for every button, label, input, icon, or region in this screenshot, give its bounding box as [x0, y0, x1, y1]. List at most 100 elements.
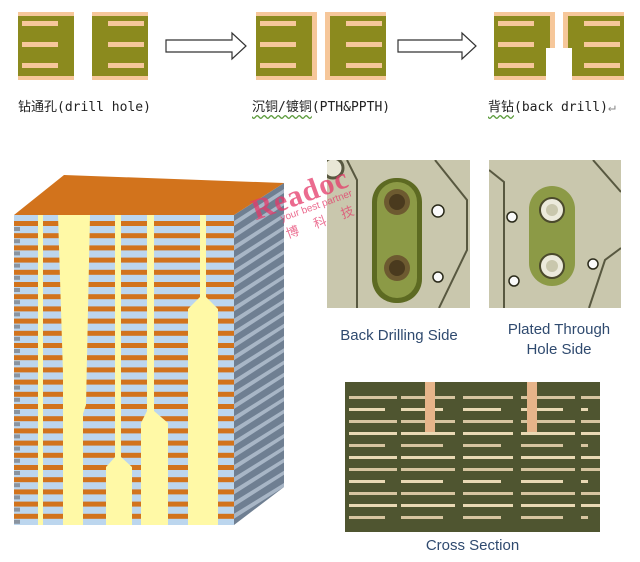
via-back-drilled-2 [106, 215, 132, 525]
edge-notch [14, 483, 20, 488]
edge-notch [14, 361, 20, 366]
cross-section-trace [581, 468, 600, 471]
copper-layer [14, 282, 234, 287]
cross-section-trace [463, 432, 513, 435]
edge-notch [14, 471, 20, 475]
step3-board [494, 12, 624, 80]
cross-section-trace [463, 516, 501, 519]
step-label-drill-hole: 钻通孔(drill hole) [18, 96, 151, 115]
edge-notch [14, 324, 20, 329]
copper-layer [14, 404, 234, 409]
edge-notch [14, 336, 20, 341]
cross-section-trace [463, 396, 513, 399]
copper-layer [14, 440, 234, 446]
cross-section-trace [581, 492, 600, 495]
step-label-zh: 沉铜/镀铜 [252, 100, 312, 115]
side-layer [234, 189, 284, 226]
step2-board [256, 12, 386, 80]
cross-section-trace [521, 504, 575, 507]
side-layer [234, 458, 284, 495]
side-layer [234, 201, 284, 239]
plated-through-hole-side-photo [489, 160, 621, 308]
side-layer [234, 238, 284, 275]
cross-section-trace [401, 492, 455, 495]
cross-section-trace [401, 516, 443, 519]
copper-layer [14, 306, 234, 312]
cross-section-trace [521, 492, 575, 495]
edge-notch [14, 434, 20, 439]
side-layer [234, 250, 284, 287]
copper-layer [14, 257, 234, 263]
arrow-right-icon [397, 31, 477, 61]
side-layer [234, 225, 284, 263]
copper-layer [14, 343, 234, 348]
edge-notch [14, 227, 20, 231]
cross-section-trace [349, 492, 397, 495]
cross-section-trace [521, 468, 575, 471]
side-layer [234, 311, 284, 348]
cross-section-trace [521, 408, 563, 411]
cross-section-trace [349, 504, 397, 507]
copper-layer [14, 367, 234, 373]
side-layer [234, 470, 284, 507]
cross-section-via-barrel [527, 382, 537, 432]
side-layer [234, 483, 284, 519]
cross-section-trace [401, 504, 455, 507]
side-layer [234, 274, 284, 312]
edge-notch [14, 251, 20, 256]
copper-layer [14, 355, 234, 361]
cross-section-trace [521, 420, 575, 423]
copper-layer [14, 452, 234, 458]
cross-section-trace [521, 432, 575, 435]
edge-notch [14, 275, 20, 280]
copper-layer [14, 294, 234, 300]
edge-notch [14, 288, 20, 292]
cross-section-trace [521, 516, 563, 519]
edge-notch [14, 495, 20, 500]
cross-section-trace [581, 408, 588, 411]
cross-section-trace [581, 516, 588, 519]
cross-section-trace [401, 468, 455, 471]
copper-layer [14, 330, 234, 336]
cross-section-trace [463, 468, 513, 471]
side-layer [234, 385, 284, 422]
copper-layer [14, 391, 234, 397]
cross-section-trace [581, 480, 588, 483]
edge-notch [14, 397, 20, 402]
edge-notch [14, 373, 20, 378]
cross-section-trace [581, 432, 600, 435]
cross-section-trace [463, 480, 501, 483]
arrow-right-icon [165, 31, 247, 61]
caption-line: Hole Side [526, 341, 592, 358]
step-label-zh: 钻通孔 [18, 100, 58, 115]
cross-section-trace [349, 396, 397, 399]
edge-notch [14, 507, 20, 512]
edge-notch [14, 385, 20, 390]
cross-section-trace [349, 468, 397, 471]
cross-section-trace [401, 432, 455, 435]
cross-section-trace [581, 396, 600, 399]
cross-section-trace [463, 444, 501, 447]
side-layer [234, 360, 284, 397]
cross-section-trace [401, 444, 443, 447]
edge-notch [14, 263, 20, 268]
cross-section-trace [521, 480, 563, 483]
cross-section-trace [349, 444, 385, 447]
copper-layer [14, 416, 234, 422]
copper-layer [14, 233, 234, 239]
caption-back-drilling-side: Back Drilling Side [340, 327, 458, 344]
copper-layer [14, 245, 234, 251]
edge-notch [14, 519, 20, 524]
edge-notch [14, 312, 20, 317]
board-top-face [14, 175, 284, 215]
side-layer [234, 262, 284, 300]
caption-line: Plated Through [507, 321, 611, 338]
step-label-en: (back drill) [514, 100, 608, 115]
back-drilling-side-photo [327, 160, 470, 308]
side-layer [234, 323, 284, 361]
side-layer [234, 213, 284, 251]
copper-layer [14, 318, 234, 324]
edge-notch [14, 300, 20, 305]
side-layer [234, 348, 284, 385]
side-layer [234, 421, 284, 458]
